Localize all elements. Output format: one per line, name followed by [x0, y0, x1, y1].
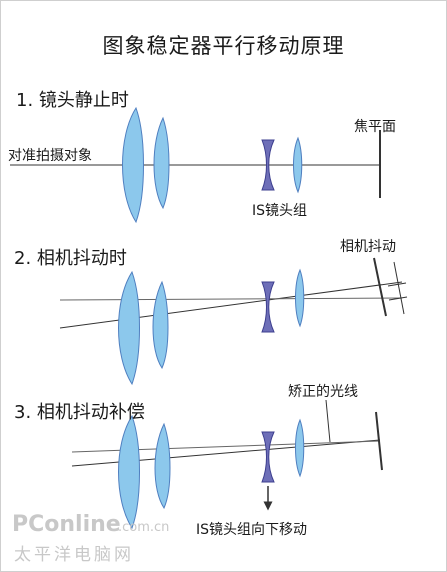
- is-lens-group: [261, 281, 275, 333]
- is-lens-group: [261, 139, 275, 191]
- section-3-diagram: [71, 399, 383, 530]
- section-1-diagram: [10, 106, 381, 224]
- focal-plane: [375, 411, 383, 471]
- corrected-ray-pointer: [325, 399, 331, 443]
- shake-indicator: [393, 261, 405, 315]
- watermark-cn: 太平洋电脑网: [14, 545, 134, 565]
- front-lens-1: [118, 270, 140, 386]
- tilted-focal-plane: [373, 257, 387, 317]
- section-1-heading: 1. 镜头静止时: [16, 90, 129, 111]
- subject-label: 对准拍摄对象: [8, 148, 92, 164]
- shaken-axis: [59, 281, 403, 329]
- shake-tick: [388, 296, 408, 301]
- rear-lens: [293, 136, 303, 194]
- is-move-label: IS镜头组向下移动: [196, 522, 308, 538]
- section-3-heading: 3. 相机抖动补偿: [14, 402, 145, 423]
- is-lens-group: [261, 431, 275, 483]
- rear-lens: [295, 418, 305, 478]
- section-2-diagram: [59, 257, 408, 386]
- figure-title: 图象稳定器平行移动原理: [102, 34, 345, 58]
- shake-label: 相机抖动: [340, 239, 396, 255]
- compensated-axis: [71, 439, 381, 467]
- deviated-ray: [59, 297, 403, 301]
- shake-tick: [387, 282, 407, 287]
- front-lens-2: [154, 422, 171, 510]
- focal-plane-label: 焦平面: [354, 119, 396, 135]
- watermark-domain: .com.cn: [118, 520, 170, 535]
- section-2-heading: 2. 相机抖动时: [14, 248, 127, 269]
- front-lens-2: [153, 116, 170, 210]
- watermark-brand: PConline: [12, 512, 121, 537]
- front-lens-1: [118, 414, 140, 530]
- corrected-ray-label: 矫正的光线: [288, 384, 358, 400]
- is-group-label: IS镜头组: [252, 203, 308, 219]
- front-lens-2: [152, 280, 169, 370]
- front-lens-1: [122, 106, 144, 224]
- corrected-ray: [71, 440, 381, 453]
- rear-lens: [295, 268, 305, 328]
